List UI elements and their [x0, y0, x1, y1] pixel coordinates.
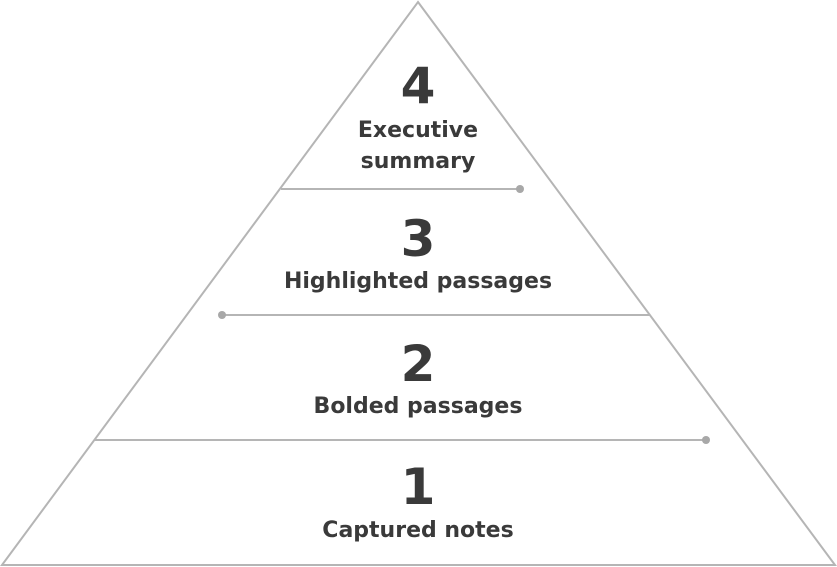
pyramid-level-4: 4 Executive summary — [358, 57, 478, 174]
pyramid-level-1: 1 Captured notes — [322, 458, 513, 543]
divider-marker — [516, 185, 524, 193]
pyramid-level-3: 3 Highlighted passages — [284, 210, 552, 294]
level-label: Bolded passages — [314, 394, 523, 419]
pyramid-level-2: 2 Bolded passages — [314, 335, 523, 419]
level-number: 3 — [401, 210, 436, 268]
divider-4-3 — [281, 185, 524, 193]
divider-3-2 — [218, 311, 650, 319]
divider-2-1 — [94, 436, 710, 444]
level-number: 2 — [401, 335, 436, 393]
level-label: Captured notes — [322, 518, 513, 543]
level-number: 4 — [401, 57, 436, 115]
level-number: 1 — [401, 458, 436, 516]
divider-marker — [218, 311, 226, 319]
level-label: Highlighted passages — [284, 269, 552, 294]
level-label: Executive — [358, 118, 478, 143]
level-label: summary — [361, 149, 476, 174]
divider-marker — [702, 436, 710, 444]
